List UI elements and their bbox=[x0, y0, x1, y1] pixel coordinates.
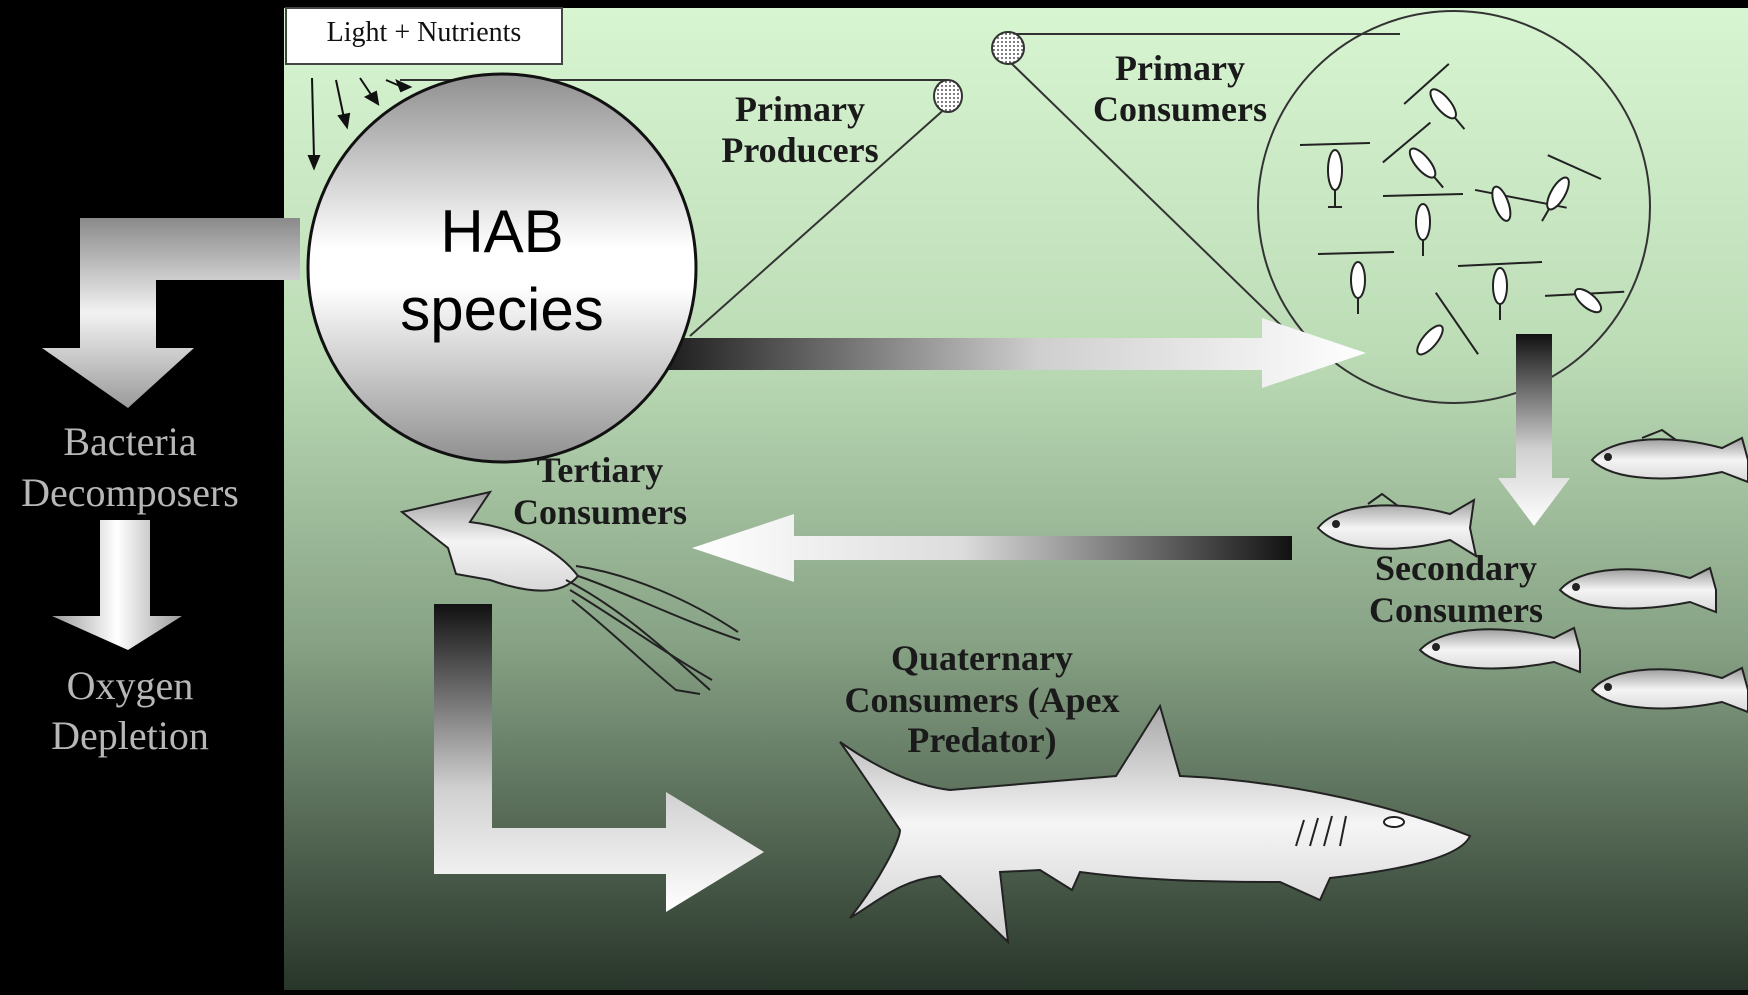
bacteria-line2: Decomposers bbox=[21, 470, 239, 515]
fish-school-icon bbox=[1316, 428, 1748, 714]
light-nutrients-box: Light + Nutrients bbox=[285, 7, 563, 65]
arrow-hab-to-bacteria bbox=[42, 218, 300, 408]
copepod-swarm-icon bbox=[1299, 63, 1625, 356]
arrow-producers-to-primary bbox=[640, 318, 1366, 388]
quaternary-consumers-line2: Consumers (Apex bbox=[845, 680, 1120, 720]
arrow-primary-to-secondary bbox=[1498, 334, 1570, 526]
secondary-consumers-line1: Secondary bbox=[1375, 548, 1537, 588]
quaternary-consumers-line1: Quaternary bbox=[891, 638, 1073, 678]
light-nutrients-label: Light + Nutrients bbox=[327, 17, 522, 48]
hab-species-node bbox=[306, 72, 698, 464]
primary-consumers-line2: Consumers bbox=[1093, 89, 1267, 129]
arrow-tertiary-to-quaternary bbox=[434, 604, 764, 912]
hab-label-line1: HAB bbox=[440, 198, 563, 265]
oxygen-line2: Depletion bbox=[51, 713, 209, 758]
primary-producers-line1: Primary bbox=[735, 89, 865, 129]
hab-label-line2: species bbox=[400, 276, 603, 343]
oxygen-line1: Oxygen bbox=[67, 663, 194, 708]
quaternary-consumers-line3: Predator) bbox=[907, 720, 1056, 760]
shark-icon bbox=[839, 703, 1472, 945]
bacteria-line1: Bacteria bbox=[63, 419, 196, 464]
squid-icon bbox=[399, 490, 741, 695]
secondary-consumers-line2: Consumers bbox=[1369, 590, 1543, 630]
tertiary-consumers-line1: Tertiary bbox=[537, 450, 664, 490]
primary-producers-line2: Producers bbox=[721, 130, 878, 170]
tertiary-consumers-line2: Consumers bbox=[513, 492, 687, 532]
arrow-bacteria-to-oxygen bbox=[52, 520, 182, 650]
arrow-secondary-to-tertiary bbox=[692, 514, 1292, 582]
light-rays-icon bbox=[307, 77, 413, 171]
primary-consumers-line1: Primary bbox=[1115, 48, 1245, 88]
primary-consumers-callout bbox=[991, 10, 1651, 404]
